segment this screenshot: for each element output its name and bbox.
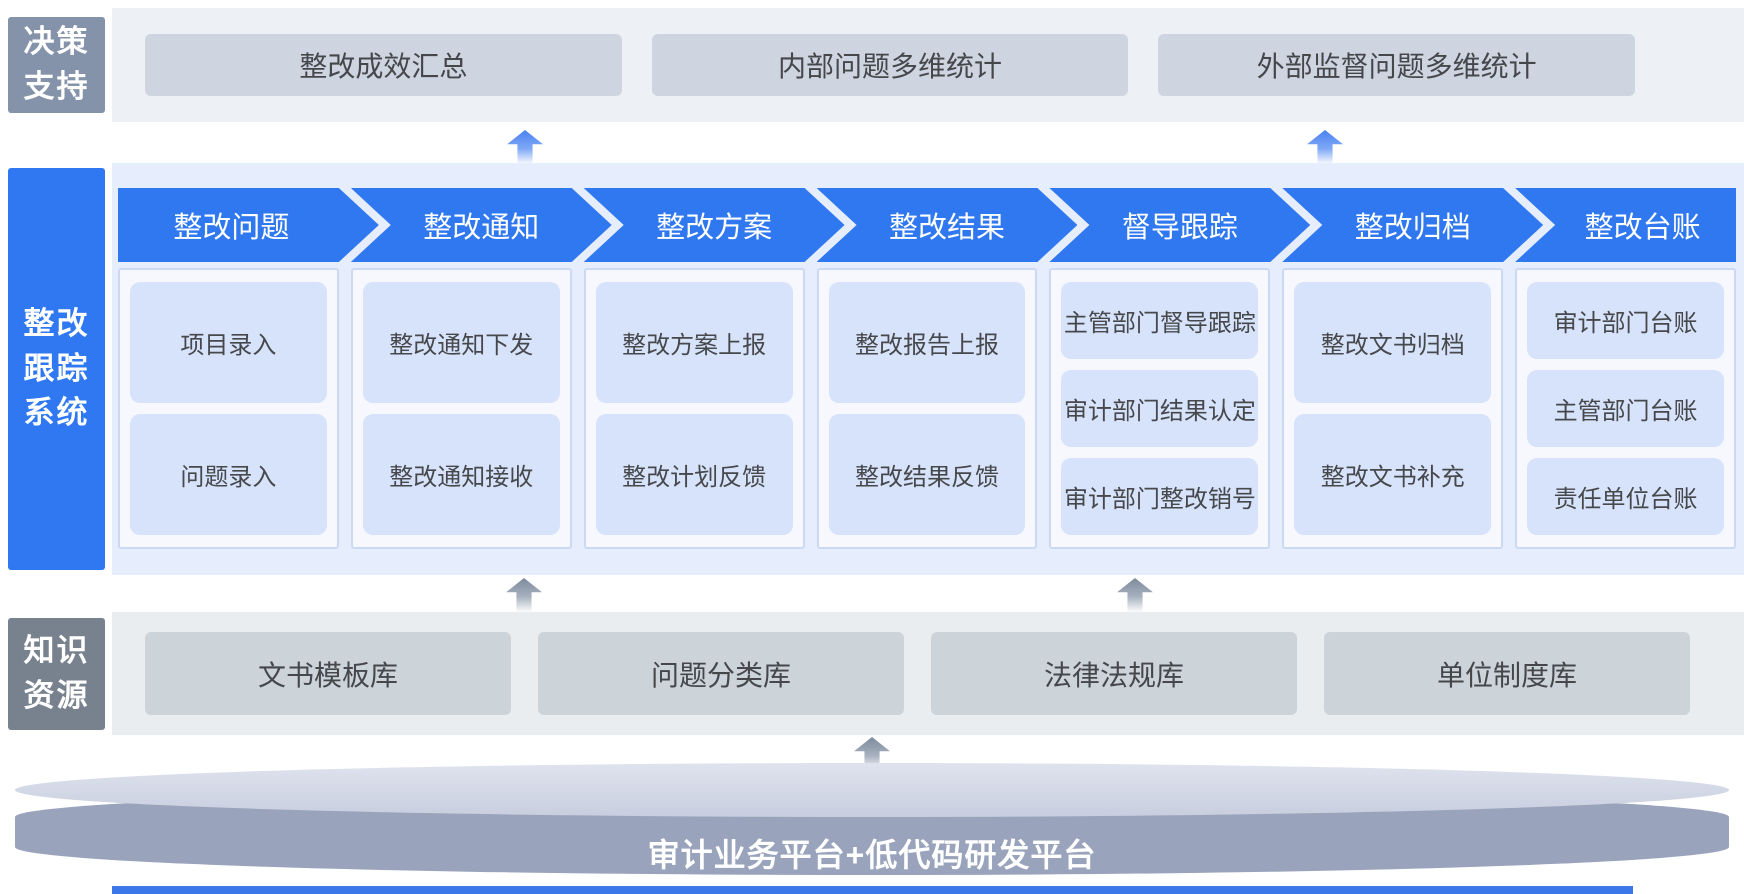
process-item: 责任单位台账 <box>1527 458 1724 535</box>
process-item: 整改方案上报 <box>595 282 793 403</box>
knowledge-item-problem-categories: 问题分类库 <box>538 632 904 715</box>
decision-support-band: 整改成效汇总 内部问题多维统计 外部监督问题多维统计 <box>112 8 1744 122</box>
knowledge-resources-band: 文书模板库 问题分类库 法律法规库 单位制度库 <box>112 612 1744 735</box>
process-column-notice: 整改通知下发 整改通知接收 <box>350 268 572 549</box>
process-item: 主管部门督导跟踪 <box>1061 282 1259 359</box>
process-item: 整改文书补充 <box>1294 414 1492 535</box>
process-column-result: 整改报告上报 整改结果反馈 <box>816 268 1038 549</box>
process-column-problem: 项目录入 问题录入 <box>118 268 339 549</box>
up-arrow-icon <box>1117 578 1153 612</box>
process-item: 整改通知接收 <box>362 414 560 535</box>
knowledge-item-laws-regulations: 法律法规库 <box>931 632 1297 715</box>
step-chevron-supervision: 督导跟踪 <box>1049 188 1310 262</box>
rectification-tracking-system-label: 整改 跟踪 系统 <box>8 168 105 570</box>
decision-item-rectification-summary: 整改成效汇总 <box>145 34 622 96</box>
process-item: 整改文书归档 <box>1294 282 1492 403</box>
process-item: 审计部门整改销号 <box>1061 458 1259 535</box>
decision-item-external-stats: 外部监督问题多维统计 <box>1158 34 1636 96</box>
step-chevron-result: 整改结果 <box>817 188 1078 262</box>
step-chevron-plan: 整改方案 <box>584 188 845 262</box>
process-item: 项目录入 <box>130 282 327 403</box>
platform-label: 审计业务平台+低代码研发平台 <box>647 837 1097 873</box>
process-item: 整改报告上报 <box>828 282 1026 403</box>
bottom-accent-strip <box>112 886 1633 894</box>
step-chevron-problem: 整改问题 <box>118 188 379 262</box>
process-column-archive: 整改文书归档 整改文书补充 <box>1282 268 1504 549</box>
process-item: 问题录入 <box>130 414 327 535</box>
step-chevron-notice: 整改通知 <box>351 188 612 262</box>
rectification-tracking-band: 整改问题 整改通知 整改方案 整改结果 督导跟踪 整改归档 整改台账 项目录入 … <box>112 163 1744 575</box>
process-item: 审计部门结果认定 <box>1061 370 1259 447</box>
decision-item-internal-stats: 内部问题多维统计 <box>651 34 1129 96</box>
up-arrow-icon <box>506 578 542 612</box>
process-column-ledger: 审计部门台账 主管部门台账 责任单位台账 <box>1515 268 1736 549</box>
process-item: 主管部门台账 <box>1527 370 1724 447</box>
step-chevron-archive: 整改归档 <box>1282 188 1543 262</box>
process-item: 整改计划反馈 <box>595 414 793 535</box>
up-arrow-icon <box>1307 130 1343 164</box>
process-column-plan: 整改方案上报 整改计划反馈 <box>583 268 805 549</box>
process-step-row: 整改问题 整改通知 整改方案 整改结果 督导跟踪 整改归档 整改台账 <box>118 188 1736 262</box>
process-column-supervision: 主管部门督导跟踪 审计部门结果认定 审计部门整改销号 <box>1049 268 1271 549</box>
process-item: 整改通知下发 <box>362 282 560 403</box>
process-item: 整改结果反馈 <box>828 414 1026 535</box>
up-arrow-icon <box>507 130 543 164</box>
process-item: 审计部门台账 <box>1527 282 1724 359</box>
step-chevron-ledger: 整改台账 <box>1515 188 1736 262</box>
knowledge-item-unit-rules: 单位制度库 <box>1324 632 1690 715</box>
process-columns-row: 项目录入 问题录入 整改通知下发 整改通知接收 整改方案上报 整改计划反馈 整改… <box>118 268 1736 549</box>
knowledge-resources-label: 知识 资源 <box>8 618 105 730</box>
knowledge-item-document-templates: 文书模板库 <box>145 632 511 715</box>
platform-cylinder-top <box>15 763 1729 817</box>
decision-support-label: 决策 支持 <box>8 17 105 113</box>
